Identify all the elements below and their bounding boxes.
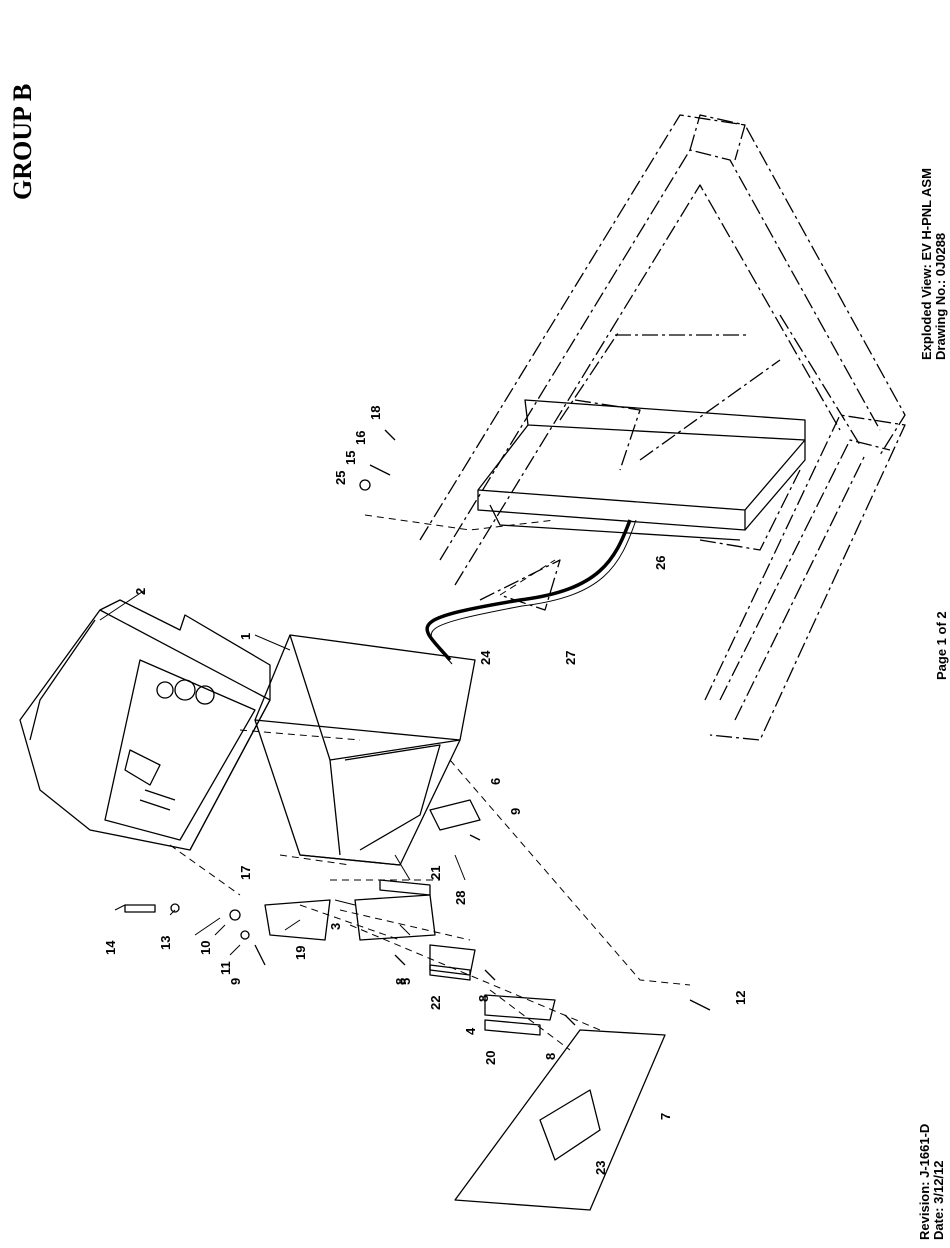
cable [427,520,630,660]
callout-23: 23 [593,1161,608,1175]
callout-27: 27 [563,651,578,665]
callout-17: 17 [238,866,253,880]
callout-19: 19 [293,946,308,960]
callout-25: 25 [333,471,348,485]
callout-22: 22 [428,996,443,1010]
callout-8c: 8 [543,1053,558,1060]
callout-8b: 8 [476,995,491,1002]
callout-16: 16 [353,431,368,445]
callout-4: 4 [463,1027,478,1035]
callout-1: 1 [238,633,253,640]
callout-12: 12 [733,991,748,1005]
callout-26: 26 [653,556,668,570]
callout-2: 2 [133,588,148,595]
h-panel-assembly [20,600,270,850]
clamp-plate [430,800,480,830]
frame-crossmember [478,400,805,540]
callout-15: 15 [343,451,358,465]
frame-phantom [420,115,905,740]
terminal-strip-5 [430,945,475,975]
callout-20: 20 [483,1051,498,1065]
terminal-strip-4 [485,995,555,1020]
callout-9b: 9 [508,808,523,815]
callout-8a: 8 [393,978,408,985]
callout-3: 3 [328,923,343,930]
callout-11: 11 [218,961,233,975]
bracket [355,895,435,940]
callout-13: 13 [158,936,173,950]
callout-18: 18 [368,406,383,420]
label-plate-20 [485,1020,540,1035]
enclosure-box [255,635,475,865]
callout-21: 21 [428,866,443,880]
callout-9a: 9 [228,978,243,985]
callout-6: 6 [488,778,503,785]
callout-10: 10 [198,941,213,955]
callout-28: 28 [453,891,468,905]
callout-24: 24 [478,650,493,665]
label-plate-21 [380,880,430,895]
connector-block [265,900,330,940]
callout-14: 14 [103,940,118,955]
callout-leaders [100,590,465,955]
callout-7: 7 [658,1113,673,1120]
